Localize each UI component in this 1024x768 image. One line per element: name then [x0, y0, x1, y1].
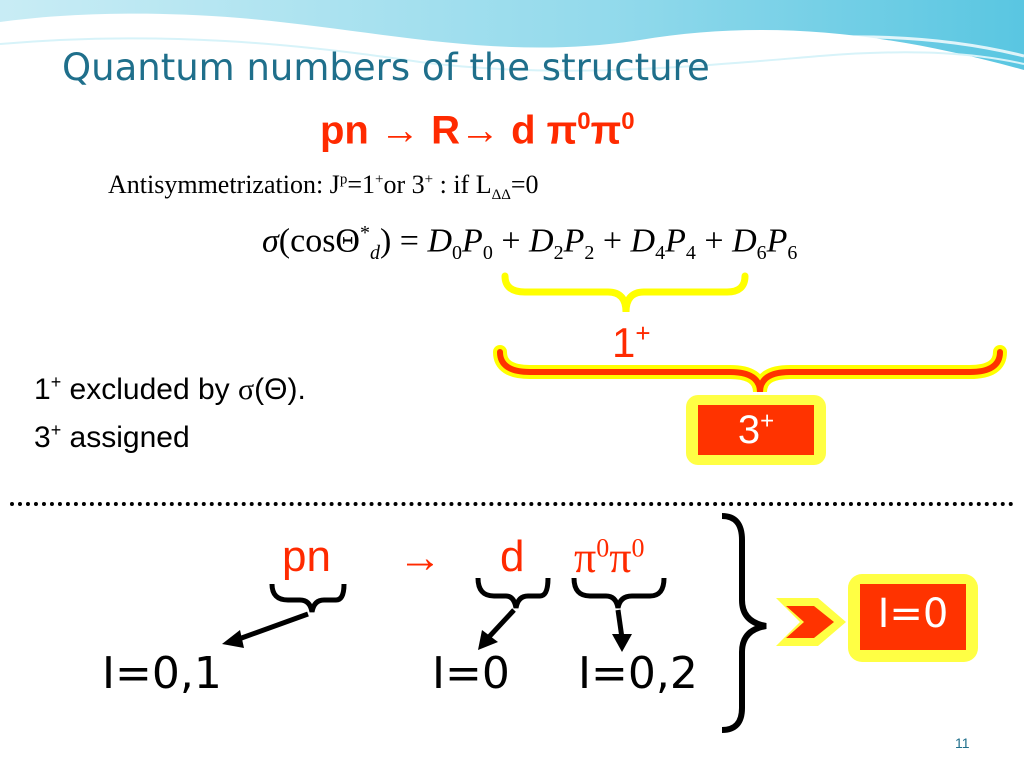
chevron-arrow-icon: [776, 598, 846, 646]
page-number: 11: [955, 735, 970, 751]
plus-sup: +: [760, 407, 775, 435]
antisym-mid: =1: [347, 170, 375, 199]
brace-pn: [269, 583, 347, 613]
assigned-number: 3: [34, 421, 51, 454]
brace-3plus-outer: [493, 345, 1007, 393]
plus-sup: +: [50, 372, 62, 392]
excluded-note: 1+ excluded by σ(Θ).: [34, 372, 306, 407]
arrow-head-icon: [478, 630, 498, 650]
index-sub: 0: [452, 242, 463, 265]
index-sub: 4: [685, 242, 696, 265]
pi-symbol: π: [546, 108, 578, 153]
sigma-symbol: σ: [262, 222, 279, 260]
plus-sup: +: [635, 318, 651, 348]
coef-d: D: [732, 222, 757, 260]
label-1plus-number: 1: [612, 319, 636, 366]
legendre-p: P: [665, 222, 686, 260]
reaction-r: R: [419, 108, 460, 153]
plus-sup: +: [424, 171, 434, 188]
antisym-end: =0: [510, 170, 539, 199]
label-1plus: 1+: [612, 318, 651, 367]
legendre-p: P: [462, 222, 483, 260]
brace-1plus: [501, 272, 749, 313]
index-sub: 0: [482, 242, 493, 265]
excluded-number: 1: [34, 373, 51, 406]
pi-symbol: π: [590, 108, 622, 153]
legendre-p: P: [563, 222, 585, 260]
plus-op: +: [594, 222, 631, 260]
label-3plus-number: 3: [737, 408, 761, 452]
pi-charge: 0: [621, 108, 635, 135]
coef-d: D: [630, 222, 656, 260]
pi-charge: 0: [577, 108, 591, 135]
arrow-icon: →: [398, 533, 442, 582]
d-sub: d: [369, 242, 380, 265]
arrow-head-icon: [222, 630, 244, 648]
arrow-icon: →: [379, 108, 420, 153]
index-sub: 2: [584, 242, 595, 265]
plus-op: +: [492, 222, 530, 260]
excluded-text: excluded by: [61, 373, 238, 406]
header-wave-decoration: [0, 0, 1024, 72]
dotted-divider: [10, 502, 1014, 506]
arrow-icon: →: [459, 108, 500, 153]
index-sub: 4: [655, 242, 666, 265]
assigned-note: 3+ assigned: [34, 420, 190, 455]
index-sub: 6: [756, 242, 767, 265]
legendre-p: P: [766, 222, 788, 260]
plus-op: +: [695, 222, 733, 260]
antisym-or: or 3: [383, 170, 425, 199]
result-isospin-box: I=0: [848, 574, 978, 662]
cos-theta: (cosΘ: [278, 222, 360, 260]
isospin-pn: I=0,1: [102, 648, 222, 699]
antisym-tail: : if L: [433, 170, 492, 199]
antisymmetrization-line: Antisymmetrization: Jp=1+or 3+ : if LΔΔ=…: [108, 170, 539, 204]
result-isospin-label: I=0: [860, 584, 966, 650]
index-sub: 6: [787, 242, 798, 265]
assigned-3plus-box: 3+: [686, 395, 826, 465]
star-sup: *: [359, 222, 370, 244]
pi-symbol: π: [574, 533, 597, 582]
theta-paren: (Θ).: [254, 373, 306, 406]
pi-symbol: π: [609, 533, 632, 582]
chevron-arrow-inner-icon: [786, 606, 834, 638]
parity-sup: p: [339, 171, 348, 188]
isospin-d: I=0: [432, 648, 510, 699]
antisym-prefix: Antisymmetrization: J: [108, 170, 340, 199]
coef-d: D: [529, 222, 554, 260]
index-sub: 2: [553, 242, 564, 265]
brace-d: [475, 577, 551, 609]
big-right-brace: [721, 513, 767, 733]
brace-3plus-inner: [497, 349, 1003, 393]
isospin-pipi: I=0,2: [578, 648, 698, 699]
pi-charge: 0: [631, 533, 645, 563]
assigned-3plus-label: 3+: [698, 405, 814, 455]
slide-title: Quantum numbers of the structure: [62, 46, 710, 89]
sigma-symbol: σ: [237, 373, 255, 406]
assigned-text: assigned: [61, 421, 190, 454]
angular-distribution-formula: σ(cosΘ*d) = D0P0 + D2P2 + D4P4 + D6P6: [262, 222, 797, 265]
bottom-reaction-pn: pn: [282, 532, 331, 581]
pi-charge: 0: [596, 533, 610, 563]
bottom-reaction-pipi: π0π0: [574, 532, 644, 583]
reaction-pn: pn: [320, 108, 380, 153]
delta-delta-sub: ΔΔ: [491, 187, 511, 204]
bottom-reaction-d: d: [500, 532, 525, 581]
reaction-d: d: [499, 108, 547, 153]
plus-sup: +: [374, 171, 384, 188]
plus-sup: +: [50, 420, 62, 440]
equals: ) =: [379, 222, 428, 260]
coef-d: D: [427, 222, 453, 260]
reaction-heading: pn → R→ d π0π0: [320, 108, 635, 153]
